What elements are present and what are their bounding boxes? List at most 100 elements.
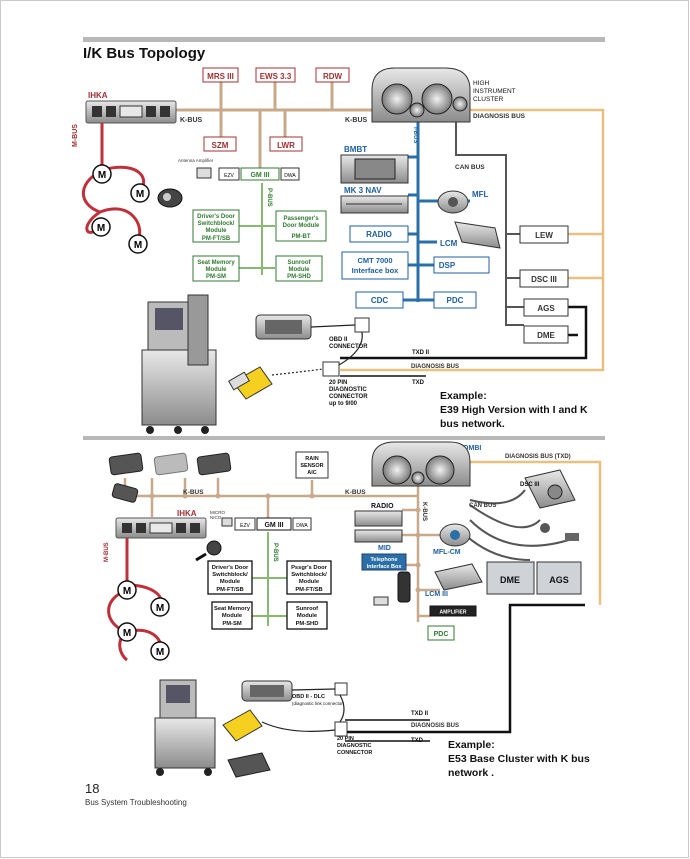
svg-text:KOMBI: KOMBI bbox=[458, 445, 481, 452]
svg-text:DME: DME bbox=[537, 331, 555, 340]
bottom-tester-module bbox=[241, 680, 293, 702]
top-motor-2: M bbox=[130, 183, 150, 203]
bottom-yellow-adapter bbox=[222, 709, 263, 742]
svg-text:AGS: AGS bbox=[549, 575, 569, 585]
svg-text:IHKA: IHKA bbox=[88, 91, 108, 100]
header-rule bbox=[83, 37, 605, 42]
svg-text:M: M bbox=[98, 170, 106, 181]
top-pdc-module: PDC bbox=[433, 291, 477, 309]
top-txd2-label: TXD II bbox=[412, 350, 429, 356]
bottom-txd-label: TXD bbox=[411, 738, 424, 744]
top-cables bbox=[271, 324, 363, 376]
svg-text:network .: network . bbox=[448, 767, 494, 779]
top-txd-label: TXD bbox=[412, 380, 425, 386]
bottom-ecu-sensors bbox=[540, 523, 579, 541]
bottom-diag-txd-label: DIAGNOSIS BUS (TXD) bbox=[505, 454, 571, 460]
svg-text:MFL-CM: MFL-CM bbox=[433, 549, 461, 556]
bottom-m-bus-label: M-BUS bbox=[104, 542, 110, 562]
top-bmbt-module: BMBT bbox=[340, 145, 409, 184]
svg-text:EZV: EZV bbox=[240, 523, 250, 529]
svg-text:AGS: AGS bbox=[537, 304, 555, 313]
svg-text:(diagnostic link connector): (diagnostic link connector) bbox=[292, 701, 345, 706]
top-tester-module bbox=[255, 314, 312, 340]
top-radio-module: RADIO bbox=[349, 225, 409, 243]
bottom-cables bbox=[261, 688, 345, 732]
top-diagnosis-bus-lines bbox=[340, 108, 605, 372]
svg-text:BMBT: BMBT bbox=[344, 145, 367, 154]
svg-text:MFL: MFL bbox=[472, 190, 489, 199]
svg-text:CDC: CDC bbox=[371, 296, 389, 305]
svg-text:RADIO: RADIO bbox=[366, 230, 392, 239]
page-title: I/K Bus Topology bbox=[83, 45, 206, 62]
top-can-bus-label: CAN BUS bbox=[455, 164, 485, 171]
svg-text:DWA: DWA bbox=[284, 173, 296, 179]
svg-text:LEW: LEW bbox=[535, 231, 553, 240]
bottom-k-bus-label-right: K-BUS bbox=[345, 489, 366, 496]
bottom-amplifier: AMPLIFIER bbox=[429, 605, 477, 617]
bottom-motor-2: M bbox=[150, 597, 170, 617]
top-lwr-module: LWR bbox=[269, 136, 303, 152]
top-mrs-module: MRS III bbox=[202, 67, 239, 83]
bottom-mfl-module: MFL-CM bbox=[433, 523, 471, 556]
top-rdw-module: RDW bbox=[315, 67, 350, 83]
top-szm-module: SZM bbox=[203, 136, 237, 152]
bottom-lcm-module: LCM III bbox=[425, 563, 483, 598]
svg-text:M: M bbox=[134, 240, 142, 251]
svg-text:PDC: PDC bbox=[447, 296, 464, 305]
svg-text:PM-FT/SB: PM-FT/SB bbox=[295, 587, 322, 593]
svg-text:DSC III: DSC III bbox=[531, 275, 557, 284]
bottom-key-fob bbox=[195, 540, 222, 562]
bottom-example-caption: Example: E53 Base Cluster with K bus net… bbox=[448, 739, 590, 779]
bottom-ihka-unit: IHKA bbox=[115, 509, 207, 539]
svg-text:M: M bbox=[156, 647, 164, 658]
top-can-bus-lines bbox=[340, 122, 588, 377]
svg-text:RDW: RDW bbox=[323, 72, 343, 81]
bottom-component-icons bbox=[108, 452, 232, 503]
bottom-motor-1: M bbox=[117, 580, 137, 600]
section-divider bbox=[83, 436, 605, 440]
bottom-ezv-module: EZV bbox=[234, 517, 256, 531]
svg-text:MK 3 NAV: MK 3 NAV bbox=[344, 186, 382, 195]
top-p-bus-label: P-BUS bbox=[266, 188, 272, 207]
svg-text:DME: DME bbox=[500, 575, 520, 585]
svg-text:PM-SHD: PM-SHD bbox=[296, 621, 319, 627]
bottom-diagram: K-BUS K-BUS K-BUS P-BUS DIAGNOSIS BUS (T… bbox=[104, 441, 602, 779]
svg-text:PDC: PDC bbox=[434, 631, 449, 638]
top-gm-module: GM III bbox=[240, 167, 280, 181]
svg-text:E53 Base Cluster with K bus: E53 Base Cluster with K bus bbox=[448, 753, 590, 765]
bottom-kombi-cluster: KOMBI bbox=[371, 441, 481, 487]
svg-text:SZM: SZM bbox=[212, 141, 229, 150]
svg-text:LWR: LWR bbox=[277, 141, 295, 150]
bottom-k-bus-label-vert: K-BUS bbox=[421, 502, 427, 521]
svg-text:PM-BT: PM-BT bbox=[292, 234, 311, 240]
svg-text:IHKA: IHKA bbox=[177, 509, 197, 518]
top-example-caption: Example: E39 High Version with I and K b… bbox=[440, 390, 588, 430]
top-dsp-module: DSP bbox=[433, 256, 490, 274]
bottom-txd2-label: TXD II bbox=[411, 711, 428, 717]
top-ags-module: AGS bbox=[523, 298, 569, 317]
svg-text:AMPLIFIER: AMPLIFIER bbox=[440, 610, 467, 616]
